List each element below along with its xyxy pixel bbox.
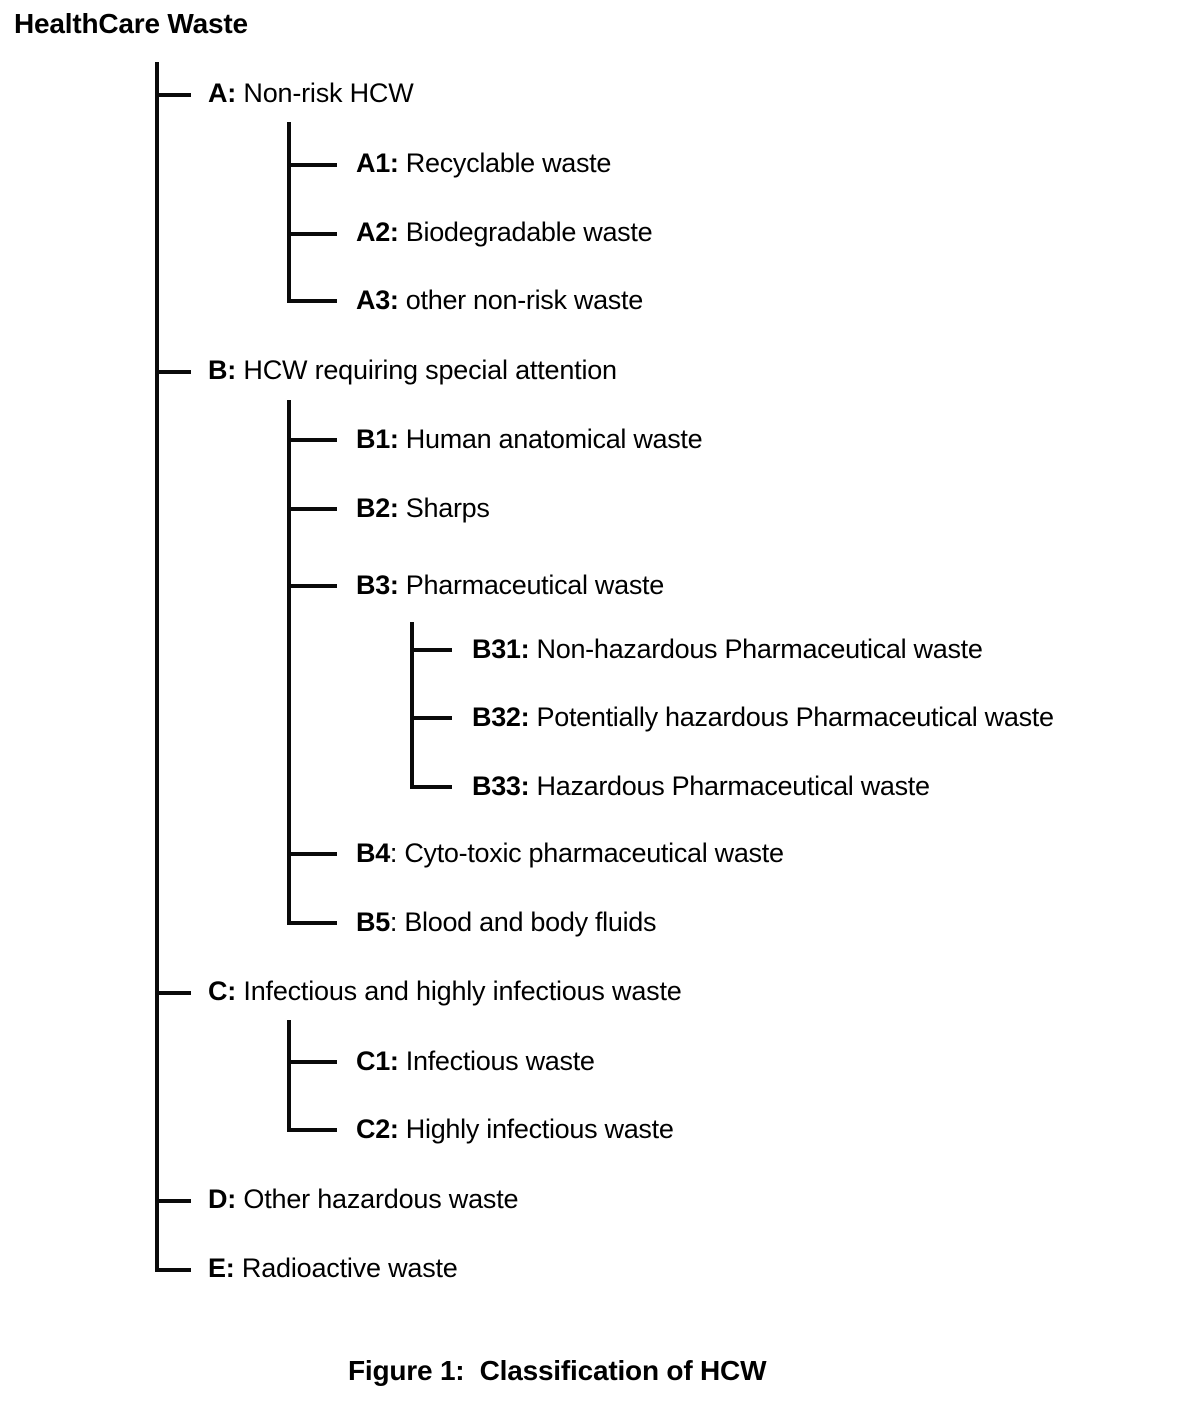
node-b33-desc: Hazardous Pharmaceutical waste	[529, 771, 931, 801]
node-b4-code: B4	[356, 838, 390, 868]
node-e-code: E:	[208, 1253, 235, 1283]
connector-node-b31	[410, 648, 452, 652]
node-b5-desc: : Blood and body fluids	[389, 907, 657, 937]
connector-node-d	[155, 1199, 191, 1203]
node-c2: C2: Highly infectious waste	[356, 1116, 674, 1143]
node-b1: B1: Human anatomical waste	[356, 424, 703, 454]
node-b1-code: B1:	[356, 424, 399, 454]
connector-node-b32	[410, 716, 452, 720]
node-a3-desc: other non-risk waste	[398, 285, 643, 315]
node-c-desc: Infectious and highly infectious waste	[236, 976, 682, 1006]
node-e-desc: Radioactive waste	[234, 1253, 458, 1283]
connector-node-c1	[287, 1060, 337, 1064]
node-b2-code: B2:	[356, 493, 399, 523]
connector-node-a2	[287, 232, 337, 236]
node-a1-code: A1:	[356, 148, 399, 178]
node-c2-desc: Highly infectious waste	[398, 1114, 674, 1144]
node-a1: A1: Recyclable waste	[356, 150, 611, 177]
node-a-desc: Non-risk HCW	[236, 78, 414, 108]
node-b3-code: B3:	[356, 570, 399, 600]
node-b-code: B:	[208, 355, 237, 385]
node-b-desc: HCW requiring special attention	[236, 355, 617, 385]
connector-node-b4	[287, 852, 337, 856]
node-b33-code: B33:	[472, 771, 530, 801]
node-a2-desc: Biodegradable waste	[398, 217, 653, 247]
connector-node-b3	[287, 584, 337, 588]
node-c-code: C:	[208, 976, 237, 1006]
node-b32: B32: Potentially hazardous Pharmaceutica…	[472, 704, 1054, 731]
node-b31-code: B31:	[472, 634, 530, 664]
node-b33: B33: Hazardous Pharmaceutical waste	[472, 773, 930, 800]
node-b2: B2: Sharps	[356, 495, 490, 522]
connector-node-c	[155, 991, 191, 995]
node-b: B: HCW requiring special attention	[208, 357, 617, 384]
node-b3: B3: Pharmaceutical waste	[356, 572, 664, 599]
node-e: E: Radioactive waste	[208, 1255, 458, 1282]
root-node-healthcare-waste: HealthCare Waste	[14, 10, 248, 38]
node-b32-desc: Potentially hazardous Pharmaceutical was…	[529, 702, 1055, 732]
root-node-label: HealthCare Waste	[14, 8, 248, 39]
node-d-code: D:	[208, 1184, 237, 1214]
node-b31: B31: Non-hazardous Pharmaceutical waste	[472, 636, 983, 663]
connector-node-c2	[287, 1128, 337, 1132]
node-b5: B5: Blood and body fluids	[356, 907, 657, 937]
node-a2-code: A2:	[356, 217, 399, 247]
connector-node-b1	[287, 438, 337, 442]
node-c: C: Infectious and highly infectious wast…	[208, 978, 682, 1005]
node-d: D: Other hazardous waste	[208, 1184, 519, 1214]
node-b4-desc: : Cyto-toxic pharmaceutical waste	[389, 838, 784, 868]
node-b4: B4: Cyto-toxic pharmaceutical waste	[356, 840, 784, 867]
node-a2: A2: Biodegradable waste	[356, 217, 653, 247]
node-a-code: A:	[208, 78, 237, 108]
trunk-node-b	[287, 400, 291, 925]
node-b1-desc: Human anatomical waste	[398, 424, 703, 454]
connector-node-b5	[287, 921, 337, 925]
trunk-node-a	[287, 122, 291, 303]
node-a3-code: A3:	[356, 285, 399, 315]
node-b5-code: B5	[356, 907, 390, 937]
node-b32-code: B32:	[472, 702, 530, 732]
node-a: A: Non-risk HCW	[208, 80, 414, 107]
node-c1-desc: Infectious waste	[398, 1046, 595, 1076]
trunk-node-c	[287, 1020, 291, 1132]
node-d-desc: Other hazardous waste	[236, 1184, 519, 1214]
trunk-node-b3	[410, 622, 414, 789]
connector-node-a	[155, 93, 191, 97]
node-a3: A3: other non-risk waste	[356, 287, 643, 314]
node-a1-desc: Recyclable waste	[398, 148, 612, 178]
node-b3-desc: Pharmaceutical waste	[398, 570, 664, 600]
node-c2-code: C2:	[356, 1114, 399, 1144]
connector-node-e	[155, 1268, 191, 1272]
node-b31-desc: Non-hazardous Pharmaceutical waste	[529, 634, 983, 664]
connector-node-a1	[287, 163, 337, 167]
connector-node-b33	[410, 785, 452, 789]
node-c1: C1: Infectious waste	[356, 1048, 595, 1075]
connector-node-b	[155, 370, 191, 374]
connector-node-b2	[287, 507, 337, 511]
connector-node-a3	[287, 299, 337, 303]
node-b2-desc: Sharps	[398, 493, 490, 523]
figure-caption: Figure 1: Classification of HCW	[348, 1355, 767, 1386]
node-c1-code: C1:	[356, 1046, 399, 1076]
trunk-root	[155, 62, 159, 1272]
